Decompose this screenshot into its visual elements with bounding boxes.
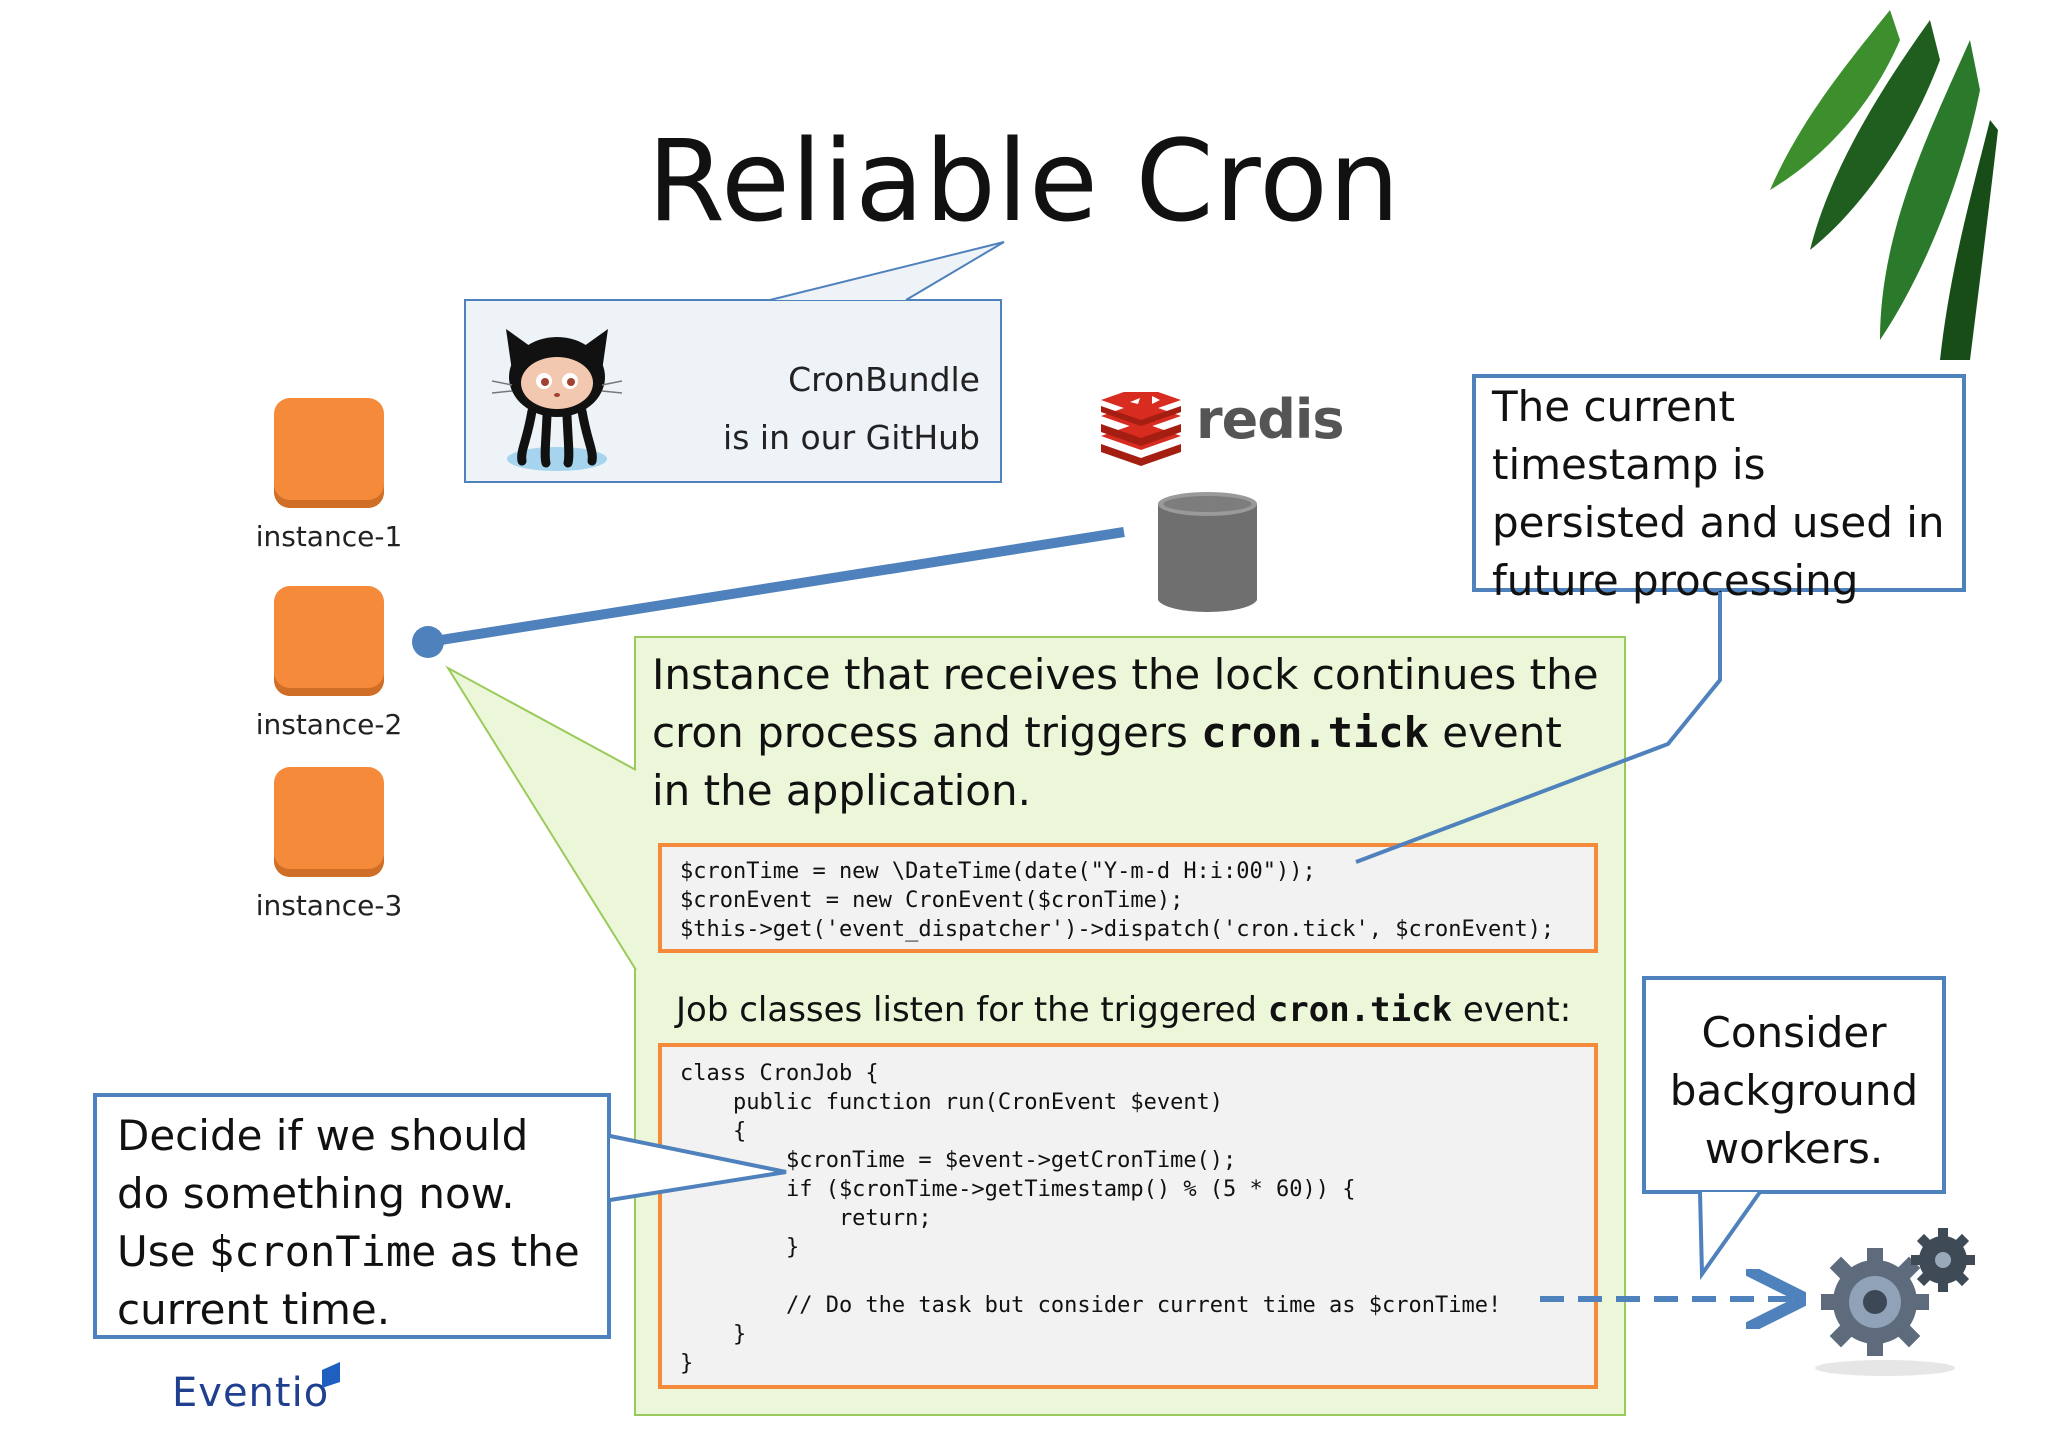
job-code-block: class CronJob { public function run(Cron… xyxy=(658,1043,1598,1389)
octocat-icon xyxy=(492,329,622,471)
leaf-icon xyxy=(1770,10,1998,360)
lock-panel-tail xyxy=(445,665,637,971)
redis-label: redis xyxy=(1196,388,1345,451)
lock-description: Instance that receives the lock continue… xyxy=(652,646,1612,820)
job-text-part2: event: xyxy=(1452,990,1572,1030)
consider-callout: Consider background workers. xyxy=(1642,976,1946,1194)
eventio-logo-mark-icon xyxy=(322,1362,340,1388)
job-text-code: cron.tick xyxy=(1267,990,1453,1030)
lock-connection-line xyxy=(427,527,1125,647)
lock-connection-dot xyxy=(412,626,444,658)
decide-text-part1: Decide if we should do something now. Us… xyxy=(117,1111,529,1276)
redis-logo-icon xyxy=(1101,392,1181,466)
github-callout-line2: is in our GitHub xyxy=(723,418,980,457)
gears-icon xyxy=(1815,1228,1975,1376)
instance-1-block xyxy=(274,398,384,508)
github-callout-line1: CronBundle xyxy=(788,360,980,399)
decide-callout: Decide if we should do something now. Us… xyxy=(93,1093,611,1339)
consider-callout-tail xyxy=(1698,1190,1762,1281)
job-description: Job classes listen for the triggered cro… xyxy=(676,990,1571,1030)
dispatch-code-block: $cronTime = new \DateTime(date("Y-m-d H:… xyxy=(658,843,1598,953)
slide-title: Reliable Cron xyxy=(647,117,1401,247)
github-callout-text: CronBundle is in our GitHub xyxy=(723,351,980,467)
database-icon xyxy=(1158,492,1257,613)
instance-3-label: instance-3 xyxy=(255,889,403,922)
lock-text-code: cron.tick xyxy=(1201,708,1429,757)
instance-1-label: instance-1 xyxy=(255,520,403,553)
timestamp-callout: The current timestamp is persisted and u… xyxy=(1472,374,1966,605)
github-callout: CronBundle is in our GitHub xyxy=(464,299,1002,483)
decide-text-code: $cronTime xyxy=(208,1227,437,1276)
eventio-logo: Eventio xyxy=(172,1370,330,1416)
instance-2-label: instance-2 xyxy=(255,708,403,741)
instance-2-block xyxy=(274,586,384,696)
decide-text-part2: as the current time. xyxy=(117,1227,580,1334)
instance-3-block xyxy=(274,767,384,877)
job-text-part1: Job classes listen for the triggered xyxy=(676,990,1268,1030)
